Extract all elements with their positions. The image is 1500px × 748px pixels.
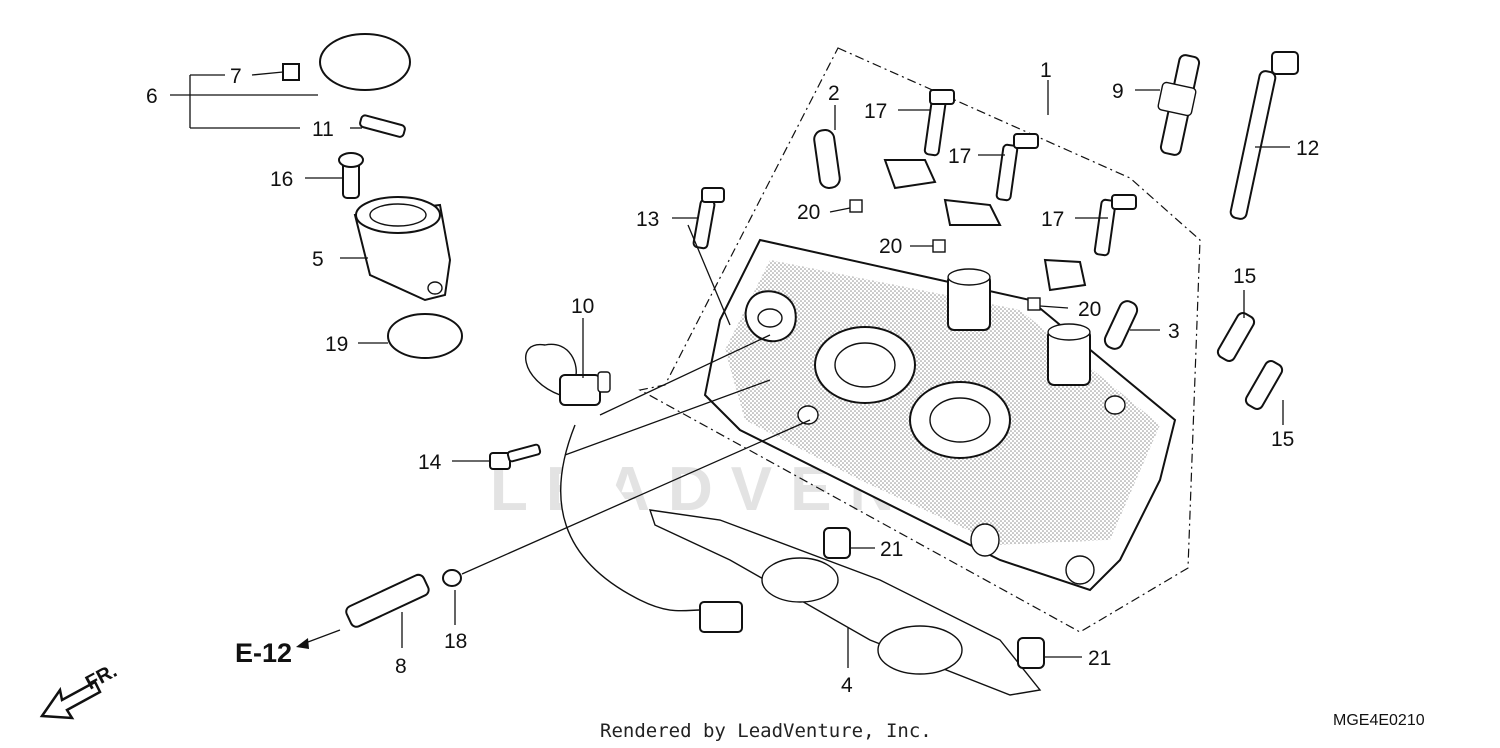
callout-5: 5 — [312, 248, 324, 271]
callout-9: 9 — [1112, 80, 1124, 103]
callout-15-lower: 15 — [1271, 428, 1294, 451]
callout-20-2: 20 — [879, 235, 902, 258]
callout-3: 3 — [1168, 320, 1180, 343]
callout-19: 19 — [325, 333, 348, 356]
cylinder-head[interactable] — [703, 238, 1177, 592]
holder-1[interactable] — [883, 159, 937, 190]
callout-18: 18 — [444, 630, 467, 653]
callout-10: 10 — [571, 295, 594, 318]
stud-bolt-upper[interactable] — [1216, 311, 1257, 363]
o-ring[interactable] — [387, 313, 463, 359]
dowel-pin-21-1[interactable] — [823, 527, 851, 559]
callout-21-1: 21 — [880, 538, 903, 561]
diagram-code: MGE4E0210 — [1333, 712, 1425, 729]
flange-bolt-13[interactable] — [692, 187, 725, 250]
spark-plug[interactable] — [1157, 54, 1201, 156]
sensor-with-harness[interactable] — [525, 343, 743, 633]
dowel-pin-21-2[interactable] — [1017, 637, 1045, 669]
reference-label[interactable]: E-12 — [235, 638, 292, 668]
cylinder-head-gasket[interactable] — [648, 509, 1042, 696]
callout-17-2: 17 — [948, 145, 971, 168]
guide-pin[interactable] — [813, 129, 841, 189]
credit-text: Rendered by LeadVenture, Inc. — [600, 720, 932, 742]
callout-20-1: 20 — [797, 201, 820, 224]
insulator-screw[interactable] — [338, 152, 364, 199]
flange-bolt-17-2[interactable] — [995, 133, 1039, 202]
callout-14: 14 — [418, 451, 442, 474]
dowel-pin-20-2[interactable] — [932, 239, 946, 253]
callout-16: 16 — [270, 168, 293, 191]
temperature-sensor[interactable] — [344, 573, 430, 629]
flange-bolt-17-1[interactable] — [923, 89, 955, 157]
dowel-pin-20-1[interactable] — [849, 199, 863, 213]
callout-4: 4 — [841, 674, 853, 697]
callouts: 1 2 3 4 5 6 7 8 9 10 11 12 13 14 15 15 1… — [146, 59, 1319, 697]
guide-sleeve[interactable] — [1102, 299, 1139, 352]
callout-15-upper: 15 — [1233, 265, 1256, 288]
callout-2: 2 — [828, 82, 840, 105]
callout-20-3: 20 — [1078, 298, 1101, 321]
callout-17-3: 17 — [1041, 208, 1064, 231]
callout-11: 11 — [312, 118, 334, 141]
callout-13: 13 — [636, 208, 659, 231]
insulator[interactable] — [353, 196, 452, 302]
holder-2[interactable] — [943, 198, 1002, 226]
nut[interactable] — [282, 63, 300, 81]
callout-17-1: 17 — [864, 100, 887, 123]
arrow-icon — [39, 680, 102, 720]
callout-8: 8 — [395, 655, 407, 678]
callout-21-2: 21 — [1088, 647, 1111, 670]
flange-bolt-17-3[interactable] — [1093, 194, 1137, 257]
callout-6: 6 — [146, 85, 158, 108]
callout-12: 12 — [1296, 137, 1319, 160]
callout-1: 1 — [1040, 59, 1052, 82]
holder-3[interactable] — [1043, 258, 1087, 292]
callout-7: 7 — [230, 65, 242, 88]
band-screw[interactable] — [359, 114, 406, 138]
sealing-washer[interactable] — [442, 569, 462, 587]
stud-bolt-lower[interactable] — [1244, 359, 1285, 411]
stud-bolt-long[interactable] — [1229, 51, 1299, 220]
front-direction-arrow: FR. — [39, 660, 121, 720]
leader-lines — [170, 71, 1290, 668]
dowel-pin-20-3[interactable] — [1027, 297, 1041, 311]
insulator-band[interactable] — [319, 33, 411, 91]
